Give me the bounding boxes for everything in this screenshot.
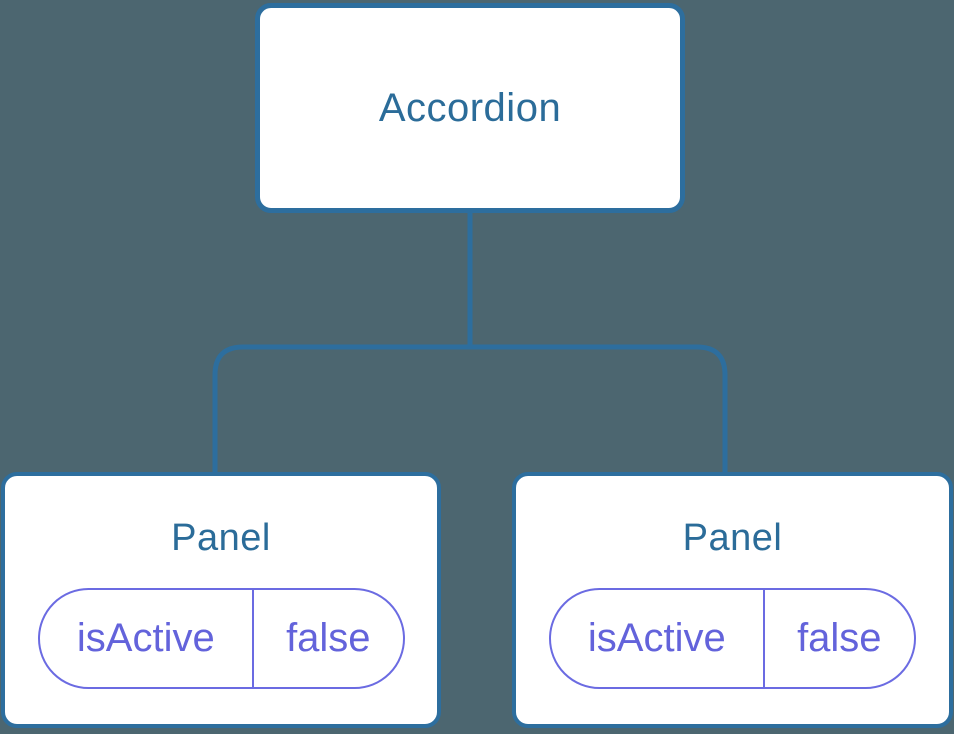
- state-value: false: [797, 616, 882, 660]
- panel-label: Panel: [171, 517, 271, 559]
- state-pill: isActive false: [38, 588, 405, 689]
- state-value: false: [286, 616, 371, 660]
- accordion-component-box: Accordion: [255, 3, 685, 213]
- panel-component-box: Panel isActive false: [1, 472, 441, 728]
- state-name: isActive: [551, 590, 765, 687]
- panel-component-box: Panel isActive false: [512, 472, 953, 728]
- state-pill: isActive false: [549, 588, 916, 689]
- state-name: isActive: [40, 590, 254, 687]
- panel-label: Panel: [682, 517, 783, 559]
- accordion-label: Accordion: [378, 85, 562, 130]
- branch-bracket-line: [212, 344, 728, 473]
